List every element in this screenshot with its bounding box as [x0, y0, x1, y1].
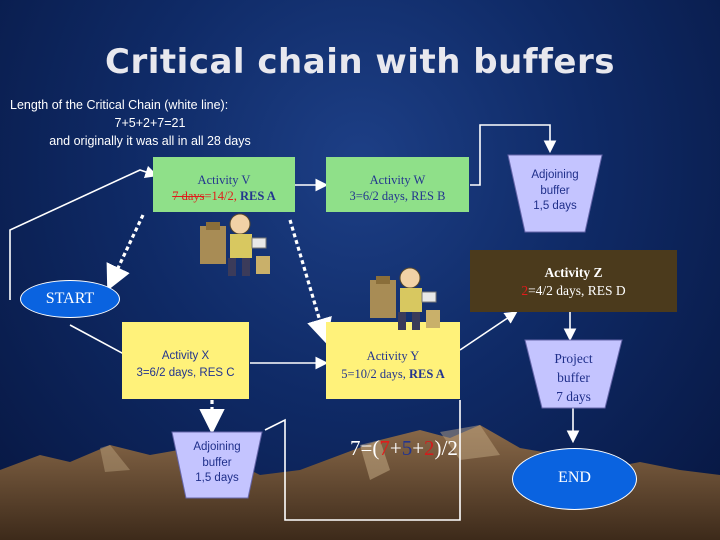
buffer-bottom-line1: Adjoining [193, 441, 241, 453]
activity-z-num: 2 [521, 283, 529, 299]
start-label: START [45, 290, 95, 307]
activity-x-detail: 3=6/2 days, RES C [136, 366, 235, 379]
formula-prefix: 7=( [350, 436, 380, 460]
chain-length-note: Length of the Critical Chain (white line… [10, 96, 290, 150]
buffer-top-line1: Adjoining [531, 169, 579, 181]
activity-v-name: Activity V [197, 173, 251, 187]
slide-title: Critical chain with buffers [105, 42, 615, 82]
buffer-top-line3: 1,5 days [533, 200, 577, 213]
formula: 7=(7+5+2)/2 [350, 436, 458, 461]
activity-w-detail: 3=6/2 days, RES B [349, 188, 446, 203]
project-buffer-line3: 7 days [556, 388, 591, 404]
note-line-3: and originally it was all in all 28 days [49, 134, 251, 149]
activity-x-name: Activity X [161, 350, 210, 362]
activity-w-box: Activity W 3=6/2 days, RES B [326, 157, 469, 212]
adjoining-buffer-top: Adjoining buffer 1,5 days [515, 168, 595, 215]
activity-y-detail: 5=10/2 days, [341, 366, 410, 381]
buffer-bottom-line2: buffer [202, 456, 232, 469]
project-buffer: Project buffer 7 days [530, 350, 617, 407]
activity-v-rest: =14/2, [204, 188, 241, 203]
activity-z-name: Activity Z [544, 265, 603, 280]
activity-x-box: Activity X 3=6/2 days, RES C [122, 322, 249, 399]
activity-z-rest: =4/2 days, RES D [528, 283, 626, 299]
formula-a: 7 [379, 436, 390, 460]
adjoining-buffer-bottom: Adjoining buffer 1,5 days [177, 440, 257, 487]
project-buffer-line2: buffer [557, 369, 590, 385]
formula-suffix: )/2 [434, 436, 458, 460]
formula-b: 5 [401, 436, 413, 460]
activity-w-name: Activity W [369, 173, 426, 187]
activity-y-res: RES A [409, 366, 445, 381]
note-line-1: Length of the Critical Chain (white line… [10, 98, 229, 112]
activity-y-box: Activity Y 5=10/2 days, RES A [326, 322, 460, 399]
activity-v-days: 7 days [172, 188, 205, 203]
buffer-bottom-line3: 1,5 days [195, 472, 239, 485]
activity-v-box: Activity V 7 days=14/2, RES A [153, 157, 295, 212]
activity-z-box: Activity Z 2=4/2 days, RES D [470, 250, 677, 312]
activity-v-res: RES A [240, 188, 276, 203]
formula-plus2: + [412, 436, 425, 460]
buffer-top-line2: buffer [540, 184, 570, 197]
note-line-2: 7+5+2+7=21 [114, 116, 186, 131]
end-node: END [512, 448, 637, 510]
start-node: START [20, 280, 120, 318]
activity-y-name: Activity Y [366, 349, 420, 363]
end-label: END [558, 469, 591, 486]
formula-c: 2 [424, 436, 435, 460]
formula-plus1: + [389, 436, 402, 460]
project-buffer-line1: Project [554, 351, 593, 366]
